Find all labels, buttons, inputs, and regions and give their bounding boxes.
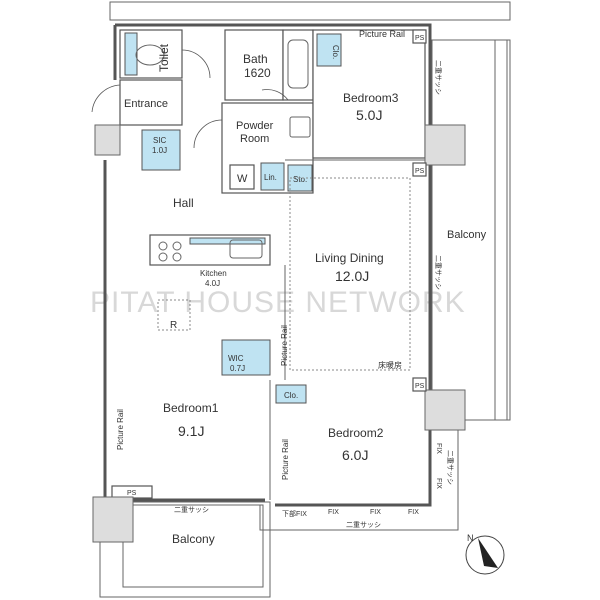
floor-heating-label: 床暖房 [378, 360, 402, 370]
sic-closet [141, 129, 181, 171]
picture-rail-label: Picture Rail [359, 29, 405, 39]
bedroom2-size: 6.0J [342, 447, 368, 463]
north-label: N [467, 533, 474, 543]
fix-label: FIX [435, 478, 442, 489]
ps-label: PS [415, 35, 425, 42]
double-sash-label: 二重サッシ [446, 450, 454, 485]
room-bedroom3: Clo. Picture Rail PS Bedroom3 5.0J [261, 29, 427, 159]
watermark: PITAT HOUSE NETWORK [90, 286, 466, 319]
bath-size: 1620 [244, 66, 271, 80]
sink-icon [289, 116, 311, 138]
bedroom2-label: Bedroom2 [328, 426, 384, 440]
storage-label: Sto. [293, 175, 307, 184]
stove-burner-icon [172, 252, 182, 262]
column [424, 124, 466, 166]
bath-door[interactable] [261, 89, 289, 101]
column [94, 124, 121, 156]
double-sash-label: 二重サッシ [434, 255, 442, 290]
double-sash-label: 二重サッシ [174, 506, 209, 514]
room-entrance: Entrance SIC 1.0J [91, 79, 183, 171]
lower-fix-label: 下部FIX [282, 509, 307, 518]
fix-label: FIX [435, 443, 442, 454]
ps-box [412, 162, 427, 177]
powder-door[interactable] [193, 119, 223, 149]
balcony-bottom: Balcony [92, 496, 271, 598]
closet-label: Clo. [331, 45, 340, 59]
closet-label: Clo. [284, 391, 298, 400]
wic-label: WIC [228, 354, 244, 363]
room-living-dining: Living Dining 12.0J 床暖房 Picture Rail [280, 159, 430, 380]
kitchen-sink-icon [229, 239, 263, 259]
stove-burner-icon [158, 241, 168, 251]
top-ledge [109, 1, 511, 21]
outer-walls [103, 23, 432, 507]
sic-size: 1.0J [152, 146, 167, 155]
stove-burner-icon [172, 241, 182, 251]
bathtub-icon [287, 39, 309, 89]
entrance-door[interactable] [91, 84, 121, 113]
wic-closet [221, 339, 271, 376]
room-bedroom1: Picture Rail Bedroom1 9.1J PS 二重サッシ [111, 380, 271, 514]
fridge-label: R [170, 320, 177, 331]
ps-box [412, 29, 427, 44]
ps-label: PS [415, 383, 425, 390]
bath-label: Bath [243, 52, 268, 66]
room-kitchen: Kitchen 4.0J R WIC 0.7J [149, 234, 271, 376]
powder-label: Powder [236, 120, 274, 132]
balcony-bottom-label: Balcony [172, 532, 215, 546]
sic-label: SIC [153, 136, 167, 145]
bedroom3-label: Bedroom3 [343, 91, 399, 105]
washer-space [229, 164, 255, 190]
bedroom3-size: 5.0J [356, 107, 382, 123]
fix-label: FIX [328, 509, 339, 516]
stove-burner-icon [158, 252, 168, 262]
living-size: 12.0J [335, 268, 369, 284]
ps-box [412, 377, 427, 392]
entrance-label: Entrance [124, 98, 168, 110]
column [424, 389, 466, 431]
double-sash-label: 二重サッシ [346, 521, 381, 529]
north-compass: N [465, 533, 505, 575]
wic-size: 0.7J [230, 364, 245, 373]
hall-label: Hall [173, 196, 194, 210]
living-label: Living Dining [315, 251, 384, 265]
ps-label: PS [127, 490, 137, 497]
powder-label-2: Room [240, 133, 269, 145]
linen-closet [260, 162, 285, 191]
toilet-icon [135, 44, 165, 66]
kitchen-size: 4.0J [205, 279, 220, 288]
closet-bedroom3 [316, 33, 342, 67]
closet-bedroom2 [275, 384, 307, 404]
ps-label: PS [415, 168, 425, 175]
balcony-right: Balcony 二重サッシ 二重サッシ PS PS [412, 39, 511, 431]
picture-rail-label: Picture Rail [280, 325, 289, 366]
bedroom1-size: 9.1J [178, 423, 204, 439]
fix-label: FIX [370, 509, 381, 516]
kitchen-label: Kitchen [200, 269, 227, 278]
room-powder: Powder Room W Lin. Sto. [193, 102, 314, 194]
toilet-door[interactable] [181, 49, 211, 79]
linen-label: Lin. [264, 173, 277, 182]
fridge-space [157, 299, 191, 331]
double-sash-label: 二重サッシ [434, 60, 442, 95]
room-bedroom2: Clo. Picture Rail Bedroom2 6.0J 下部FIX FI… [259, 384, 459, 531]
washer-label: W [237, 173, 248, 185]
picture-rail-label: Picture Rail [116, 409, 125, 450]
room-toilet: Toilet [119, 29, 211, 79]
balcony-right-label: Balcony [447, 229, 487, 241]
picture-rail-label: Picture Rail [281, 439, 290, 480]
room-bath: Bath 1620 [224, 29, 314, 101]
column [92, 496, 134, 543]
toilet-label: Toilet [157, 43, 171, 72]
bedroom1-label: Bedroom1 [163, 401, 219, 415]
floor-heating-area [289, 177, 411, 371]
fix-label: FIX [408, 509, 419, 516]
